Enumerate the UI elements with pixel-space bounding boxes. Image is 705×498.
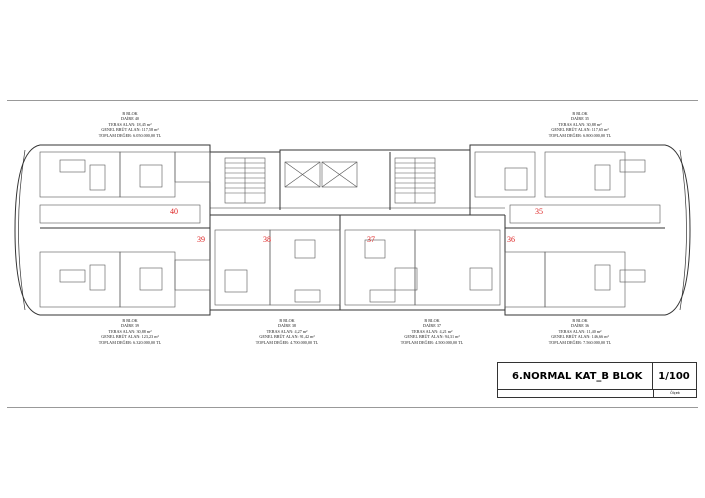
stairs-right [394,157,436,204]
title-block-footer [498,389,696,398]
terrace-area: TERAS ALAN: 30,88 m² [108,328,152,334]
gross-area: GENEL BRÜT ALAN: 117,65 m² [551,127,609,133]
unit-label: DAİRE 39 [120,323,140,329]
unit-label: DAİRE 40 [120,116,140,122]
block-label: B BLOK [122,318,138,323]
unit-number-36: 36 [507,235,515,244]
elevator [321,161,358,188]
block-label: B BLOK [122,111,138,116]
total-value: TOPLAM DEĞER: 6.320.000,00 TL [98,339,162,345]
block-label: B BLOK [424,318,440,323]
terrace-area: TERAS ALAN: 4,27 m² [266,328,308,334]
gross-area: GENEL BRÜT ALAN: 146,66 m² [551,334,609,340]
building-outline [14,144,691,316]
unit-info-38: B BLOK DAİRE 38 TERAS ALAN: 4,27 m² GENE… [222,318,352,345]
total-value: TOPLAM DEĞER: 7.560.000,00 TL [548,339,612,345]
gross-area: GENEL BRÜT ALAN: 91,42 m² [259,334,315,340]
unit-number-35: 35 [535,207,543,216]
block-label: B BLOK [279,318,295,323]
total-value: TOPLAM DEĞER: 6.050.000,00 TL [98,132,162,138]
unit-info-35: B BLOK DAİRE 35 TERAS ALAN: 30,88 m² GEN… [515,111,645,138]
unit-number-37: 37 [367,235,375,244]
unit-info-39: B BLOK DAİRE 39 TERAS ALAN: 30,88 m² GEN… [65,318,195,345]
unit-number-40: 40 [170,207,178,216]
gross-area: GENEL BRÜT ALAN: 123,23 m² [101,334,159,340]
gross-area: GENEL BRÜT ALAN: 94,31 m² [404,334,460,340]
stairs-left [224,157,266,204]
scale-label: Ölçek [653,389,696,397]
unit-label: DAİRE 38 [277,323,297,329]
drawing-frame [7,100,698,408]
drawing-title: 6.NORMAL KAT_B BLOK [498,363,653,389]
unit-number-39: 39 [197,235,205,244]
terrace-area: TERAS ALAN: 30,88 m² [558,121,602,127]
unit-info-40: B BLOK DAİRE 40 TERAS ALAN: 18,45 m² GEN… [65,111,195,138]
total-value: TOPLAM DEĞER: 4.500.000,00 TL [400,339,464,345]
elevator [284,161,321,188]
unit-label: DAİRE 35 [570,116,590,122]
unit-info-36: B BLOK DAİRE 36 TERAS ALAN: 11,40 m² GEN… [515,318,645,345]
total-value: TOPLAM DEĞER: 4.700.000,00 TL [255,339,319,345]
gross-area: GENEL BRÜT ALAN: 117,58 m² [101,127,159,133]
unit-label: DAİRE 37 [422,323,442,329]
block-label: B BLOK [572,111,588,116]
unit-info-37: B BLOK DAİRE 37 TERAS ALAN: 4,21 m² GENE… [367,318,497,345]
drawing-scale: 1/100 [658,370,690,382]
terrace-area: TERAS ALAN: 18,45 m² [108,121,152,127]
terrace-area: TERAS ALAN: 4,21 m² [411,328,453,334]
total-value: TOPLAM DEĞER: 6.800.000,00 TL [548,132,612,138]
block-label: B BLOK [572,318,588,323]
unit-number-38: 38 [263,235,271,244]
title-block: 6.NORMAL KAT_B BLOK 1/100 Ölçek [497,362,697,398]
terrace-area: TERAS ALAN: 11,40 m² [558,328,602,334]
unit-label: DAİRE 36 [570,323,590,329]
